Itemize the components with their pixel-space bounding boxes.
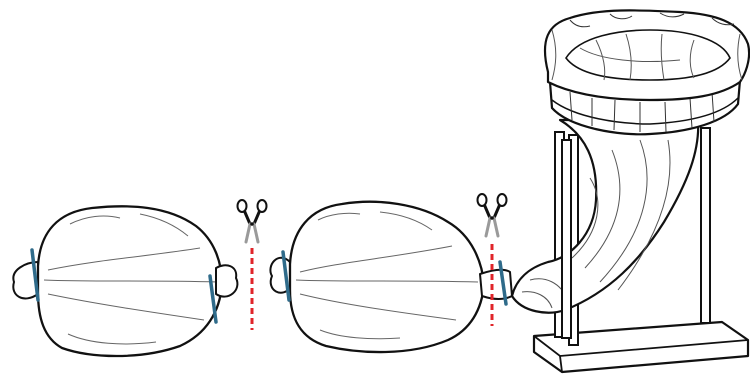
scissors-icon <box>238 200 267 242</box>
cut-marker-2 <box>478 194 507 326</box>
scissors-icon <box>478 194 507 236</box>
hanging-filter-bag <box>512 120 698 313</box>
filter-bag-mouth <box>545 10 749 100</box>
filter-bag-stand <box>512 10 749 372</box>
tied-bag-1 <box>13 206 237 356</box>
cut-marker-1 <box>238 200 267 330</box>
stand-front-pole <box>562 140 571 338</box>
tied-bag-2 <box>270 202 512 352</box>
